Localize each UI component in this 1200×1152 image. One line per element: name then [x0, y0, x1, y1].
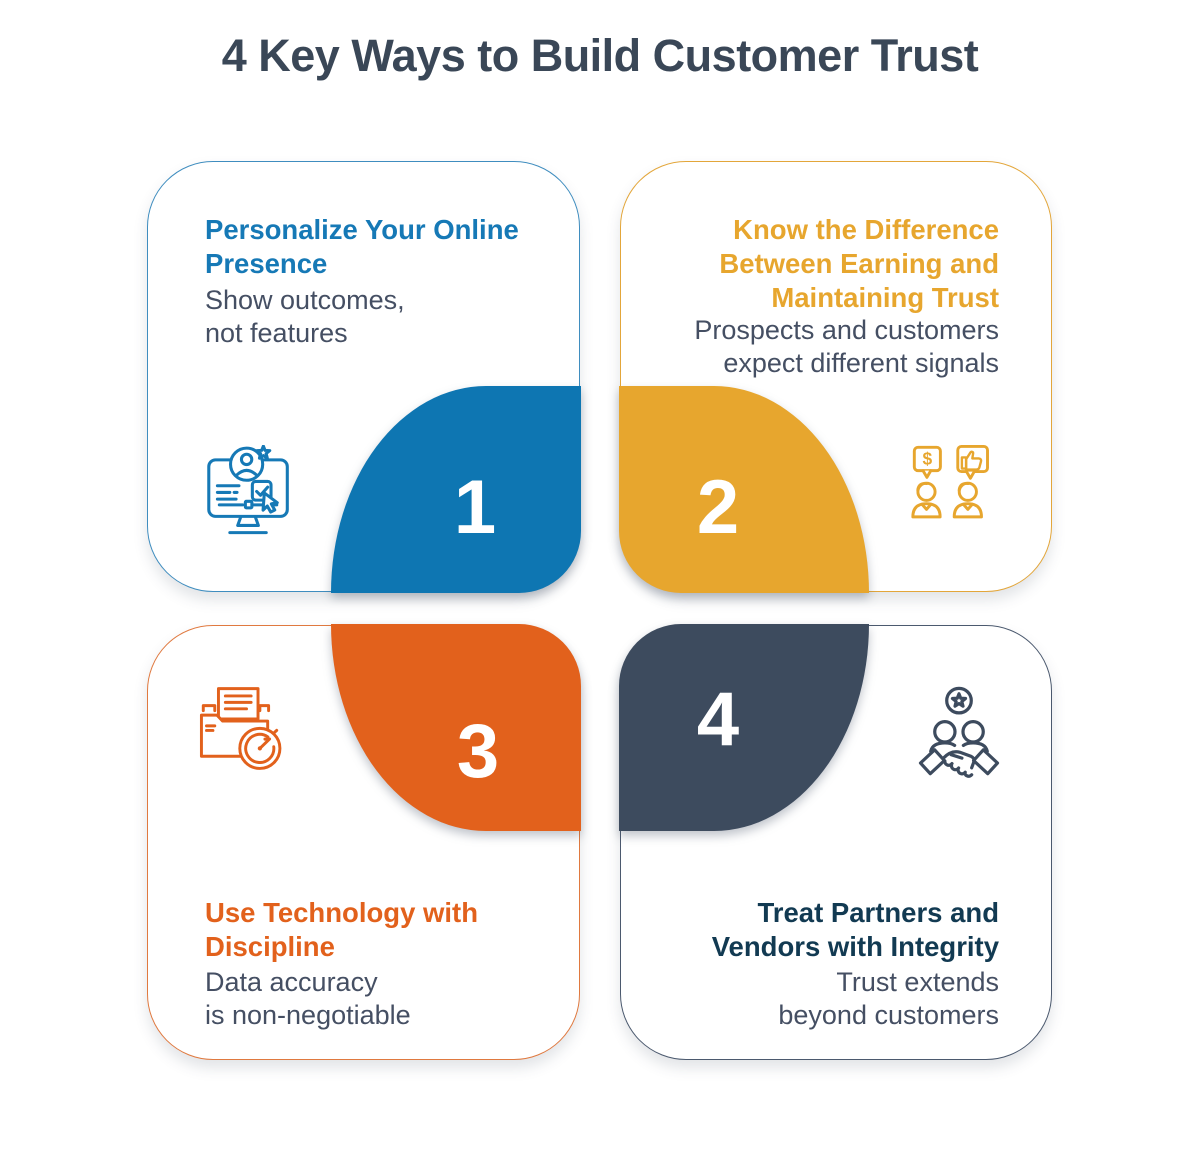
card-subtext: Prospects and customers expect different… — [694, 314, 999, 380]
heading-line: Know the Difference — [733, 214, 999, 245]
step-blob-2: 2 — [619, 386, 869, 593]
monitor-profile-icon — [207, 445, 289, 535]
dollar-sign-glyph: $ — [922, 449, 932, 469]
heading-line: Personalize Your Online — [205, 214, 519, 245]
card-heading: Treat Partners and Vendors with Integrit… — [712, 896, 999, 964]
card-subtext: Show outcomes, not features — [205, 284, 405, 350]
card-heading: Personalize Your Online Presence — [205, 213, 519, 281]
heading-line: Vendors with Integrity — [711, 931, 999, 962]
card-technology-with-discipline: Use Technology with Discipline Data accu… — [147, 624, 581, 1060]
step-number: 1 — [453, 464, 497, 550]
heading-line: Between Earning and — [719, 248, 999, 279]
body-line: beyond customers — [778, 1000, 999, 1030]
card-heading: Know the Difference Between Earning and … — [719, 213, 999, 315]
card-personalize-online-presence: Personalize Your Online Presence Show ou… — [147, 161, 581, 593]
body-line: not features — [205, 318, 348, 348]
step-blob-3: 3 — [331, 624, 581, 831]
heading-line: Maintaining Trust — [771, 282, 999, 313]
page-title: 4 Key Ways to Build Customer Trust — [221, 30, 979, 81]
card-partners-vendors-integrity: Treat Partners and Vendors with Integrit… — [619, 624, 1052, 1060]
body-line: Prospects and customers — [694, 315, 999, 345]
step-number: 4 — [696, 676, 740, 762]
body-line: Trust extends — [836, 967, 999, 997]
heading-line: Treat Partners and — [757, 897, 999, 928]
card-earning-vs-maintaining-trust: Know the Difference Between Earning and … — [619, 161, 1052, 593]
step-blob-4: 4 — [619, 624, 869, 831]
card-heading: Use Technology with Discipline — [205, 896, 478, 964]
step-blob-1: 1 — [331, 386, 581, 593]
step-number: 2 — [696, 464, 740, 550]
step-number: 3 — [456, 708, 500, 794]
body-line: Data accuracy — [205, 967, 378, 997]
heading-line: Presence — [205, 248, 328, 279]
heading-line: Discipline — [205, 931, 335, 962]
folder-gauge-icon — [199, 687, 282, 770]
body-line: Show outcomes, — [205, 285, 405, 315]
handshake-star-icon — [918, 686, 1000, 778]
body-line: expect different signals — [723, 348, 999, 378]
people-speech-bubbles-icon: $ — [911, 444, 989, 519]
heading-line: Use Technology with — [205, 897, 478, 928]
card-subtext: Data accuracy is non-negotiable — [205, 966, 411, 1032]
card-subtext: Trust extends beyond customers — [778, 966, 999, 1032]
body-line: is non-negotiable — [205, 1000, 411, 1030]
